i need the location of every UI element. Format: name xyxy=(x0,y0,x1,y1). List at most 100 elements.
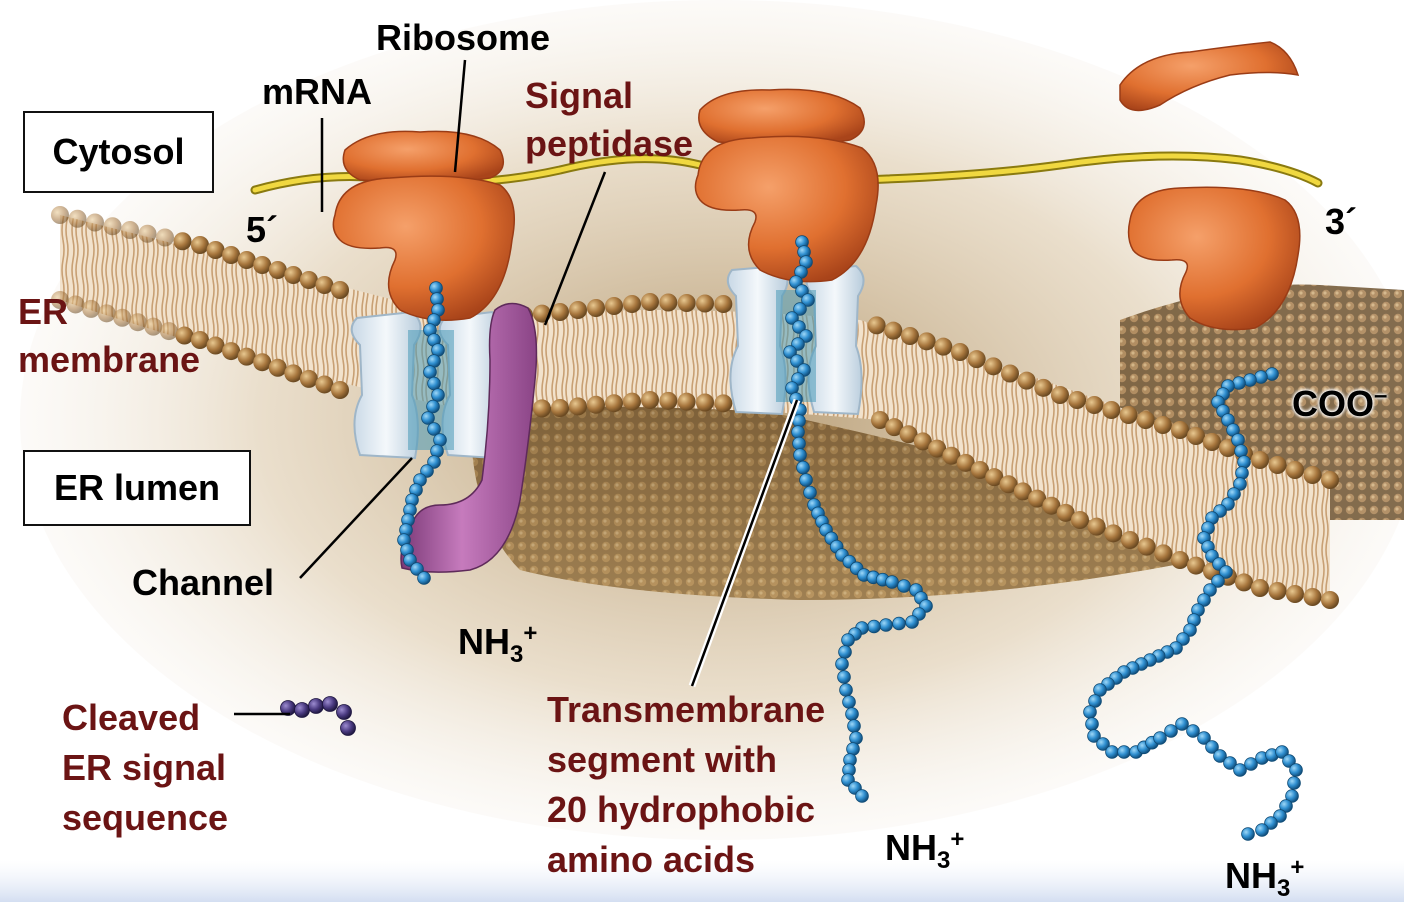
amino-acid-bead xyxy=(1244,757,1258,771)
er-lumen-label: ER lumen xyxy=(53,467,221,508)
lipid-head xyxy=(86,213,104,232)
amino-acid-bead xyxy=(1289,763,1303,777)
amino-acid-bead xyxy=(1219,565,1233,579)
amino-acid-bead xyxy=(1233,763,1247,777)
amino-acid-bead xyxy=(1175,717,1189,731)
signal-peptidase-label-line1: Signal xyxy=(525,75,634,116)
lipid-head xyxy=(191,331,209,349)
lipid-head xyxy=(677,294,696,312)
amino-acid-bead xyxy=(842,695,856,709)
amino-acid-bead xyxy=(790,354,804,368)
lipid-head xyxy=(1303,588,1322,606)
lipid-head xyxy=(899,425,918,444)
transmembrane-label-line1: Transmembrane xyxy=(547,689,826,730)
lipid-head xyxy=(696,294,714,313)
lipid-head xyxy=(1017,371,1036,390)
lipid-head xyxy=(315,276,334,294)
lipid-head xyxy=(331,281,349,299)
amino-acid-bead xyxy=(1197,593,1211,607)
amino-acid-bead xyxy=(427,455,441,469)
lipid-head xyxy=(206,241,225,259)
amino-acid-bead xyxy=(1287,776,1301,790)
lipid-head xyxy=(82,299,101,318)
amino-acid-bead xyxy=(426,399,440,414)
lipid-head xyxy=(641,391,659,409)
lipid-head xyxy=(284,266,303,284)
amino-acid-bead xyxy=(1085,717,1099,731)
lipid-head xyxy=(315,375,334,394)
lipid-head xyxy=(569,301,587,319)
nh3-label-left: NH3+ xyxy=(458,612,537,677)
lipid-head xyxy=(1286,461,1304,479)
lipid-head xyxy=(569,397,587,416)
signal-peptidase xyxy=(400,302,538,573)
amino-acid-bead xyxy=(793,448,807,462)
lipid-head xyxy=(1121,531,1139,549)
lipid-head xyxy=(1102,401,1121,419)
leader-signal-peptidase xyxy=(543,171,607,326)
amino-acid-bead xyxy=(793,302,807,316)
lipid-head xyxy=(253,353,272,372)
nh3-subscript: 3 xyxy=(937,847,951,875)
cleaved-label-line1: Cleaved xyxy=(62,697,201,738)
amino-acid-bead xyxy=(421,411,435,425)
leader-lines xyxy=(234,59,607,716)
amino-acid-bead xyxy=(1087,729,1101,743)
lipid-head xyxy=(1235,573,1253,592)
lipid-head xyxy=(103,217,122,236)
lipid-head xyxy=(551,303,569,321)
lipid-head xyxy=(942,446,961,465)
amino-acid-bead xyxy=(1164,724,1178,738)
lipid-head xyxy=(222,342,241,361)
lipid-head xyxy=(1321,471,1339,489)
amino-acid-bead xyxy=(431,388,445,402)
ribosome-middle xyxy=(694,88,879,283)
lipid-head xyxy=(1087,517,1106,536)
lipid-head xyxy=(1051,386,1069,404)
nh3-label-middle: NH3+ xyxy=(885,818,964,883)
lipid-head xyxy=(268,261,287,279)
lipid-head xyxy=(1187,427,1205,445)
cleaved-signal-sequence xyxy=(280,696,356,736)
lipid-head xyxy=(237,347,256,366)
signal-peptidase-label-line2: peptidase xyxy=(525,123,694,164)
nh3-superscript: + xyxy=(1290,854,1305,881)
lipid-head xyxy=(1104,524,1123,543)
amino-acid-bead xyxy=(791,425,805,439)
nh3-superscript: + xyxy=(523,620,538,647)
amino-acid-bead xyxy=(1205,740,1219,754)
membrane-tails xyxy=(60,215,1330,600)
lipid-head xyxy=(138,224,157,243)
amino-acid-bead xyxy=(403,553,417,567)
amino-acid-bead xyxy=(420,464,434,478)
lipid-head xyxy=(641,293,659,311)
amino-acid-bead xyxy=(1273,809,1287,823)
lipid-head xyxy=(1321,591,1339,609)
lipid-head xyxy=(156,228,174,247)
lipid-head xyxy=(917,332,936,351)
amino-acid-bead xyxy=(799,473,813,487)
lipid-head xyxy=(1085,396,1104,414)
lipid-head xyxy=(159,322,178,341)
amino-acid-bead xyxy=(1285,789,1299,803)
lipid-head xyxy=(1251,451,1269,469)
cleaved-label-line2: ER signal xyxy=(62,747,227,788)
lipid-head xyxy=(1068,391,1087,409)
cleaved-label-line3: sequence xyxy=(62,797,229,838)
cleaved-signal-bead xyxy=(294,702,310,718)
amino-acid-bead xyxy=(417,571,431,585)
amino-acid-bead xyxy=(839,683,853,697)
lipid-head xyxy=(971,461,989,479)
lipid-head xyxy=(934,337,953,356)
transmembrane-label-line2: segment with xyxy=(547,739,778,780)
amino-acid-bead xyxy=(838,645,852,659)
cleaved-signal-bead xyxy=(308,698,324,714)
lipid-head xyxy=(51,206,69,224)
lipid-head xyxy=(714,394,733,413)
cleaved-signal-bead xyxy=(336,704,352,720)
lipid-head xyxy=(1153,416,1172,434)
lipid-head xyxy=(1203,433,1221,451)
amino-acid-bead xyxy=(1255,823,1269,837)
amino-acid-bead xyxy=(1105,745,1119,759)
